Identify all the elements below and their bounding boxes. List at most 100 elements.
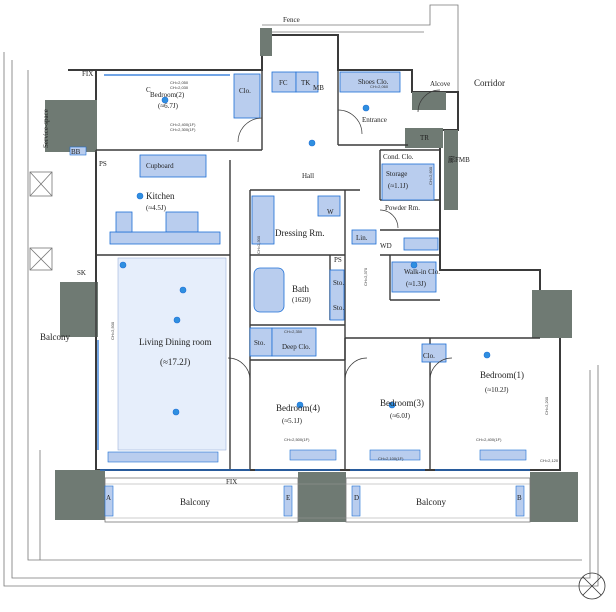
- column-top-left: [45, 100, 97, 152]
- storage-fixture: [381, 163, 435, 201]
- ps-label: PS: [334, 256, 342, 264]
- ch-note-bed2-top: CH=2,050: [170, 80, 189, 85]
- w-label: W: [327, 208, 334, 216]
- column-bottom-left: [55, 470, 105, 520]
- cupboard-label: Cupboard: [146, 162, 174, 170]
- column-bottom-mid: [298, 472, 346, 522]
- outlet-markers: [119, 96, 491, 416]
- ch-note-bed2-b: CH=2,300(1F): [170, 127, 196, 132]
- marker-bed4: [289, 449, 337, 461]
- cupboard: [139, 154, 207, 178]
- marker-e: [283, 485, 293, 517]
- door-swings: [227, 89, 453, 381]
- ch-note-corner: CH=2,120: [540, 458, 559, 463]
- linen: [351, 229, 377, 245]
- windows: [97, 74, 530, 471]
- marker-bed3: [369, 449, 421, 461]
- mb-label: MB: [313, 84, 324, 92]
- letter-e: E: [286, 494, 290, 502]
- letter-a: A: [106, 494, 111, 502]
- tk-box: [295, 71, 319, 93]
- kitchen-label: Kitchen: [146, 191, 175, 201]
- alcove-label: Alcove: [430, 80, 450, 88]
- column-bottom-right: [530, 472, 578, 522]
- bathtub: [253, 267, 285, 313]
- storage-size: (≈1.1J): [388, 182, 409, 190]
- bedroom1-label: Bedroom(1): [480, 370, 524, 380]
- ch-note-bed1-side: CH=2,200: [544, 396, 549, 415]
- deep-closet: [271, 327, 317, 357]
- ldr-size: (≈17.2J): [160, 357, 190, 367]
- wd-label: WD: [380, 242, 392, 250]
- shoes-closet: [339, 71, 401, 93]
- letter-b: B: [517, 494, 522, 502]
- ch-note-shoes: CH=2,060: [370, 84, 389, 89]
- ch-note-bed2-top2: CH=2,030: [170, 85, 189, 90]
- tk-label: TK: [301, 79, 310, 87]
- storage-bath: [329, 269, 345, 321]
- letter-d: D: [354, 494, 359, 502]
- bedroom1-clo-label: Clo.: [423, 352, 435, 360]
- ch-note-bed4: CH=2,500(1F): [284, 437, 310, 442]
- ch-note-deep: CH=2,350: [284, 329, 303, 334]
- service-space-label: Service-space: [42, 109, 50, 148]
- bottom-balcony: [104, 477, 531, 523]
- sto-label-3: Sto.: [254, 339, 265, 347]
- walkin-clo-label: Walk-in Clo.: [404, 268, 440, 276]
- storage-label: Storage: [386, 170, 407, 178]
- fridge: [115, 211, 133, 233]
- fence-label: Fence: [283, 16, 300, 24]
- sto-label-2: Sto.: [333, 304, 344, 312]
- left-balcony: [29, 171, 53, 271]
- toilet: [317, 195, 341, 217]
- bath-label: Bath: [292, 284, 309, 294]
- fc-label: FC: [279, 79, 288, 87]
- marker-a: [104, 485, 114, 517]
- bedroom3-label: Bedroom(3): [380, 398, 424, 408]
- tr-label: TR: [420, 134, 429, 142]
- balcony-markers: [69, 146, 527, 517]
- marker-bed1: [479, 449, 527, 461]
- marker-ldr: [107, 451, 219, 463]
- column-entrance: [412, 92, 446, 110]
- column-top-mid: [260, 28, 272, 56]
- entrance-label: Entrance: [362, 116, 387, 124]
- ps-kitchen-label: PS: [99, 160, 107, 168]
- bedroom1-closet: [421, 343, 447, 363]
- lin-label: Lin.: [356, 234, 368, 242]
- column-tr: [405, 128, 443, 148]
- ch-note-ldr: CH=2,500: [110, 321, 115, 340]
- deep-clo-label: Deep Clo.: [282, 343, 311, 351]
- kitchen-island: [165, 211, 199, 233]
- bedroom2-clo-label: Clo.: [239, 87, 251, 95]
- fix-label: FIX: [226, 478, 237, 486]
- cond-clo-label: Cond. Clo.: [383, 153, 414, 161]
- bedroom4-label: Bedroom(4): [276, 403, 320, 413]
- bedroom1-size: (≈10.2J): [485, 386, 509, 394]
- bedroom3-size: (≈6.0J): [390, 412, 411, 420]
- ch-note-bed2: CH=2,400(1F): [170, 122, 196, 127]
- terrace-outline: [3, 4, 599, 587]
- ch-note-bed3: CH=2,100(1F): [378, 456, 404, 461]
- bedroom2-size: (≈6.7J): [158, 102, 179, 110]
- bedroom2-label: Bedroom(2): [150, 91, 185, 99]
- powder-rm-label: Powder Rm.: [385, 204, 420, 212]
- mb-right-label: 廊FMB: [448, 155, 470, 164]
- marker-d: [351, 485, 361, 517]
- column-right: [532, 290, 572, 338]
- columns: [45, 28, 578, 522]
- ldr-label: Living Dining room: [139, 337, 212, 347]
- kitchen-counter: [109, 231, 221, 245]
- marker-bb: [69, 146, 87, 156]
- corridor-label: Corridor: [474, 78, 505, 88]
- ch-note-bed1: CH=2,400(1F): [476, 437, 502, 442]
- marker-b: [515, 485, 525, 517]
- walkin-size: (≈1.3J): [406, 280, 427, 288]
- balcony-left-label: Balcony: [40, 332, 70, 342]
- bath-size: (1620): [292, 296, 311, 304]
- dressing-rm-label: Dressing Rm.: [275, 228, 325, 238]
- bb-label: BB: [71, 148, 81, 156]
- column-mb: [444, 130, 458, 210]
- compass: [578, 572, 606, 600]
